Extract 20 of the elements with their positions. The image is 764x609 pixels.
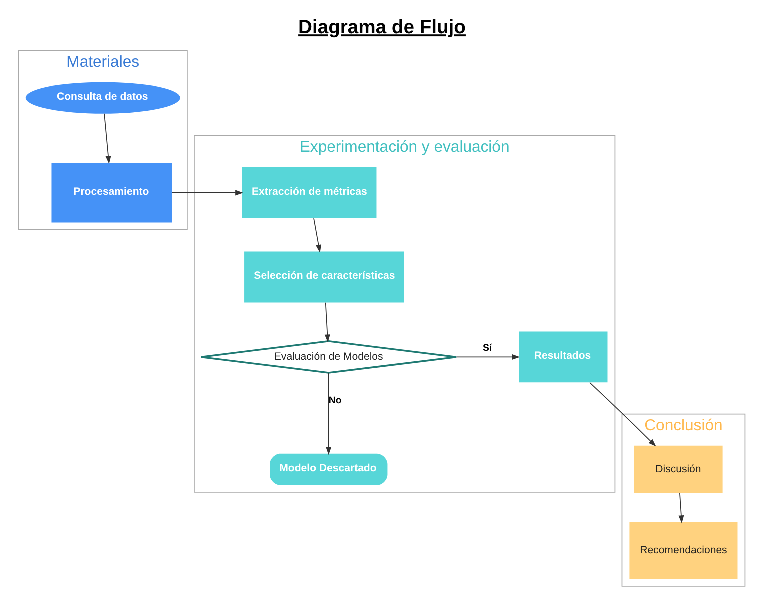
node-diamond: Evaluación de Modelos	[200, 340, 458, 374]
node-ellipse: Consulta de datos	[26, 82, 180, 114]
edge-label: No	[328, 396, 342, 407]
node-box: Selección de características	[244, 252, 404, 303]
diagram-title: Diagrama de Flujo	[298, 18, 466, 39]
arrow	[456, 354, 520, 360]
arrow	[172, 190, 244, 196]
arrow	[678, 493, 684, 524]
node-box: Modelo Descartado	[270, 454, 388, 486]
node-box: Extracción de métricas	[242, 167, 377, 218]
node-box: Procesamiento	[52, 163, 172, 223]
arrow	[104, 113, 112, 164]
arrow	[326, 372, 332, 456]
arrow	[314, 218, 322, 253]
arrow	[324, 302, 330, 343]
node-box: Resultados	[519, 332, 608, 383]
edge-label: Sí	[482, 342, 492, 354]
arrow	[590, 382, 656, 447]
node-box: Recomendaciones	[630, 522, 738, 580]
node-box: Discusión	[634, 446, 723, 494]
